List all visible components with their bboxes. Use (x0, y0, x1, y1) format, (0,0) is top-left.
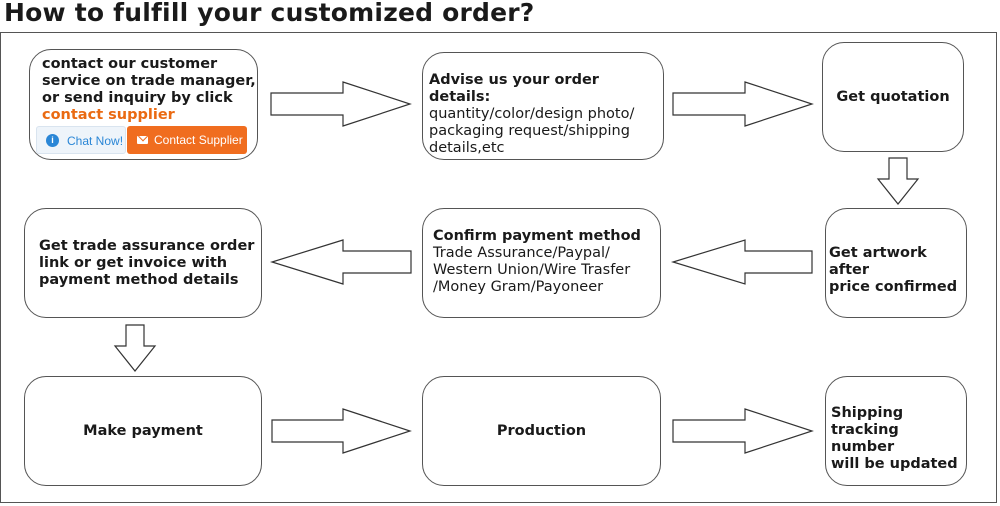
confirm-line-3: /Money Gram/Payoneer (433, 279, 604, 295)
arrow-right-3 (271, 408, 412, 454)
shipping-line-2: tracking number (831, 422, 899, 455)
advise-heading: Advise us your order details: (429, 72, 599, 105)
shipping-line-1: Shipping (831, 405, 904, 421)
artwork-line-1: Get artwork after (829, 245, 927, 278)
arrow-down-1 (876, 157, 920, 205)
assurance-line-3: payment method details (39, 272, 239, 288)
contact-line-3: or send inquiry by click (42, 90, 233, 106)
contact-line-1: contact our customer (42, 56, 218, 72)
arrow-down-2 (113, 324, 157, 372)
arrow-left-2 (269, 239, 412, 285)
assurance-line-1: Get trade assurance order (39, 238, 255, 254)
confirm-line-1: Trade Assurance/Paypal/ (433, 245, 610, 261)
arrow-left-1 (670, 239, 813, 285)
step-make-payment: Make payment (24, 376, 262, 486)
payment-text: Make payment (83, 422, 203, 439)
contact-supplier-button[interactable]: Contact Supplier (127, 126, 247, 154)
shipping-line-3: will be updated (831, 456, 958, 472)
artwork-line-2: price confirmed (829, 279, 958, 295)
chat-now-button[interactable]: i Chat Now! (36, 126, 126, 154)
page-title: How to fulfill your customized order? (4, 0, 535, 27)
step-contact-customer-service: contact our customer service on trade ma… (29, 49, 258, 160)
confirm-line-2: Western Union/Wire Trasfer (433, 262, 631, 278)
envelope-icon (137, 136, 148, 144)
step-get-trade-assurance-link: Get trade assurance order link or get in… (24, 208, 262, 318)
contact-supplier-label: Contact Supplier (154, 133, 243, 147)
chat-bubble-icon: i (46, 134, 59, 147)
production-text: Production (496, 422, 587, 439)
contact-line-2: service on trade manager, (42, 73, 256, 89)
step-advise-order-details: Advise us your order details: quantity/c… (422, 52, 664, 160)
arrow-right-2 (672, 81, 814, 127)
step-get-quotation: Get quotation (822, 42, 964, 152)
arrow-right-4 (672, 408, 814, 454)
advise-line-3: details,etc (429, 140, 505, 156)
arrow-right-1 (270, 81, 412, 127)
step-production: Production (422, 376, 661, 486)
diagram-frame (0, 32, 997, 503)
step-confirm-payment-method: Confirm payment method Trade Assurance/P… (422, 208, 661, 318)
advise-line-1: quantity/color/design photo/ (429, 106, 635, 122)
chat-now-label: Chat Now! (67, 134, 124, 148)
quotation-text: Get quotation (836, 88, 950, 105)
confirm-heading: Confirm payment method (433, 228, 641, 244)
contact-supplier-link[interactable]: contact supplier (42, 107, 175, 123)
step-get-artwork: Get artwork after price confirmed (825, 208, 967, 318)
advise-line-2: packaging request/shipping (429, 123, 630, 139)
assurance-line-2: link or get invoice with (39, 255, 228, 271)
step-shipping-tracking: Shipping tracking number will be updated (825, 376, 967, 486)
